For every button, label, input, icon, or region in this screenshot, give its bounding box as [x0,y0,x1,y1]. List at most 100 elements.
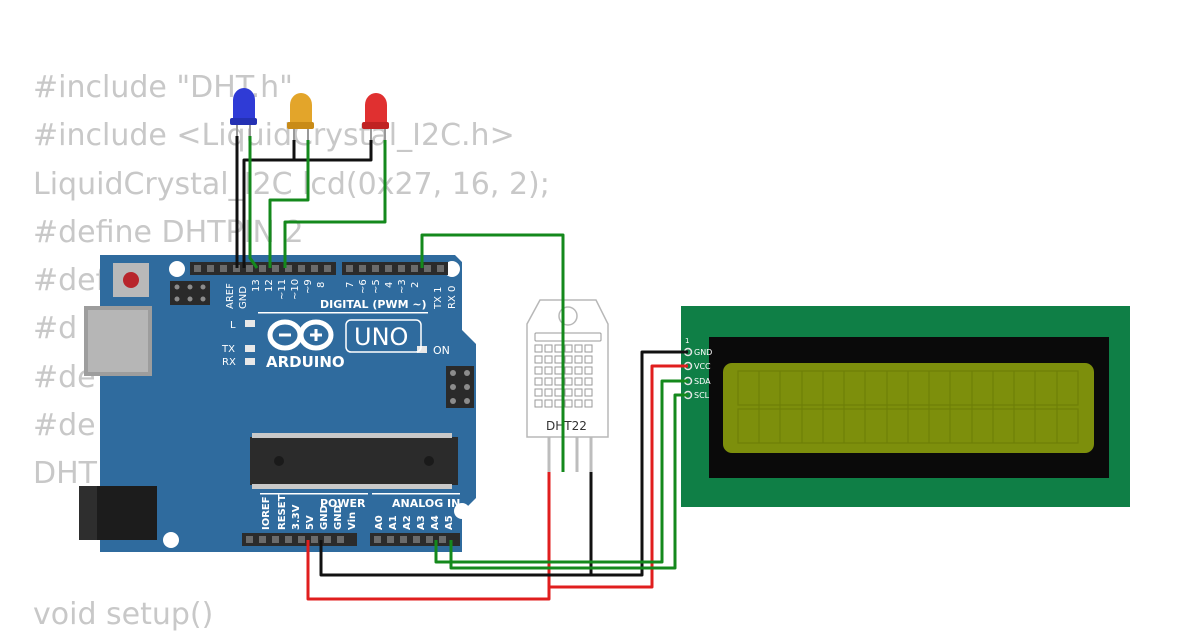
pin-label-vin: Vin [347,512,358,530]
code-line: #de [33,408,96,444]
arduino-uno-board[interactable]: AREF GND 13 12 ~11 ~10 ~9 8 7 ~6 ~5 4 ~3… [79,255,476,552]
lcd-pin-gnd[interactable]: GND [683,347,713,357]
power-header [242,533,357,546]
wire-led-gnd [235,136,373,268]
uno-badge [345,319,422,353]
led-on: ON [417,344,450,357]
lcd-16x2-module[interactable]: 1 GND VCC SDA SCL [681,306,1130,507]
led-tx: TX [221,344,255,355]
pin-label-reset: RESET [277,494,288,530]
digital-header-right [342,262,448,275]
wire-dht-data-pin2 [420,233,565,472]
wire-lcd-vcc [549,364,688,589]
svg-text:TX: TX [221,344,235,355]
pin-label-8: 8 [316,282,327,288]
pin-label-aref: AREF [225,283,236,309]
pin-label-10: ~10 [290,279,301,300]
led-rx: RX [222,357,255,368]
arduino-brand-label: ARDUINO [266,353,345,371]
pin-label-9: ~9 [303,279,314,294]
lcd-character-cells [737,370,1079,444]
power-pin-labels: IOREF RESET 3.3V 5V GND GND Vin [261,494,358,530]
digital-pin-labels: AREF GND 13 12 ~11 ~10 ~9 8 7 ~6 ~5 4 ~3… [225,279,458,310]
pin-label-7: 7 [345,282,356,288]
icsp-header-small [170,281,210,305]
lcd-pin-sda[interactable]: SDA [683,376,712,386]
usb-port [84,306,152,376]
pin-label-12: 12 [264,279,275,292]
arduino-infinity-logo [267,319,334,351]
svg-text:GND: GND [694,348,712,357]
wire-lcd-scl [449,393,688,570]
logo-minus-plus [279,329,322,341]
wire-lcd-sda [434,379,688,564]
led-l: L [230,320,255,331]
digital-header-label: DIGITAL (PWM ~) [320,298,427,311]
pin-label-4: 4 [384,282,395,288]
wire-blue-led-pin13 [248,136,259,269]
power-header-line [260,493,368,495]
pin-label-13: 13 [251,279,262,292]
pin-label-rx: RX 0 [447,286,458,309]
wire-red-led-pin11 [283,140,387,268]
lcd-pin-vcc[interactable]: VCC [683,361,712,371]
code-line: #define DHTPIN 2 [33,214,304,250]
digital-header-left [190,262,336,275]
wire-lcd-gnd [591,350,688,577]
pin-label-2: 2 [410,282,421,288]
wire-yellow-led-pin12 [268,140,310,268]
pin-label-a2: A2 [402,515,413,530]
pin-label-gnd: GND [238,286,249,309]
analog-header-label: ANALOG IN [392,497,460,510]
digital-header-underline [258,312,428,314]
svg-text:VCC: VCC [694,362,711,371]
pin-label-5: ~5 [371,279,382,294]
code-editor-background: #include "DHT.h" #include <LiquidCrystal… [33,68,550,632]
pin-label-a1: A1 [388,515,399,530]
pin-label-6: ~6 [358,279,369,294]
code-line: #d [33,311,78,347]
dht22-vent-grille [534,332,602,408]
dht22-sensor[interactable]: DHT22 [526,299,609,472]
red-led[interactable] [362,93,389,140]
reset-button[interactable] [113,263,149,297]
svg-text:SDA: SDA [694,377,711,386]
code-line: #include "DHT.h" [33,70,293,105]
yellow-led[interactable] [287,93,314,140]
power-header-label: POWER [320,497,366,510]
atmega-chip [250,433,458,489]
svg-text:L: L [230,320,236,331]
code-line: DHT [33,456,97,492]
analog-pin-labels: A0 A1 A2 A3 A4 A5 [374,515,455,530]
pin-label-a5: A5 [444,515,455,530]
lcd-pin-1-marker: 1 [685,337,689,345]
pin-label-ioref: IOREF [261,496,272,530]
mounting-hole [169,261,185,277]
pin-label-a0: A0 [374,515,385,530]
svg-text:RX: RX [222,357,236,368]
pin-label-tx: TX 1 [433,287,444,311]
dc-power-jack [79,486,157,540]
pin-label-11: ~11 [277,279,288,300]
analog-header [370,533,460,546]
pin-label-3: ~3 [397,279,408,294]
icsp-header [446,366,474,408]
pin-label-gnd-1: GND [319,505,330,530]
dht22-label: DHT22 [546,419,587,433]
pin-label-a3: A3 [416,515,427,530]
lcd-pin-scl[interactable]: SCL [683,390,710,400]
circuit-diagram: AREF GND 13 12 ~11 ~10 ~9 8 7 ~6 ~5 4 ~3… [79,88,1130,601]
pin-label-a4: A4 [430,515,441,530]
uno-label: UNO [354,323,408,351]
pin-label-gnd-2: GND [333,505,344,530]
blue-led[interactable] [230,88,257,136]
code-line-setup: void setup() [33,597,214,632]
code-line: #def [33,263,107,299]
pin-label-5v: 5V [305,515,316,530]
wire-dht-vcc [306,472,551,601]
mounting-hole [163,532,179,548]
pin-label-3v3: 3.3V [291,504,302,530]
analog-header-line [372,493,460,495]
mounting-hole [454,503,470,519]
dht22-legs [547,436,593,472]
